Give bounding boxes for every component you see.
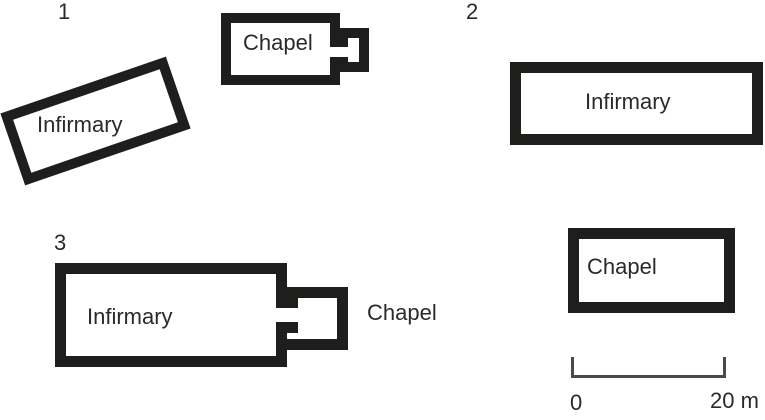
chapel1-annex-outline [337, 28, 369, 72]
chapel1-outline [221, 13, 340, 85]
chapel2-label: Chapel [587, 254, 657, 279]
scale-zero-label: 0 [570, 390, 583, 415]
plan1-number-label: 1 [58, 0, 71, 24]
chapel3-doorway-gap [274, 308, 288, 322]
infirmary2-outline [510, 62, 763, 145]
scale-bar-line [571, 375, 726, 378]
chapel1-doorway-gap [329, 47, 341, 57]
chapel3-door-jamb-bottom [284, 322, 298, 333]
scale-bar-tick-left [571, 357, 574, 378]
chapel1-door-jamb-top [337, 37, 348, 47]
chapel2-outline [568, 228, 735, 313]
plan3-number-label: 3 [54, 230, 67, 255]
scale-bar-tick-right [723, 357, 726, 378]
scale-max-label: 20 m [710, 388, 759, 413]
infirmary3-label: Infirmary [87, 304, 173, 329]
infirmary2-label: Infirmary [585, 89, 671, 114]
chapel1-label: Chapel [243, 30, 313, 55]
chapel1-door-jamb-bottom [337, 57, 348, 67]
infirmary1-label: Infirmary [37, 112, 123, 137]
chapel3-door-jamb-top [284, 297, 298, 308]
plan2-number-label: 2 [466, 0, 479, 24]
chapel3-annex-outline [284, 287, 348, 350]
chapel3-label: Chapel [367, 300, 437, 325]
